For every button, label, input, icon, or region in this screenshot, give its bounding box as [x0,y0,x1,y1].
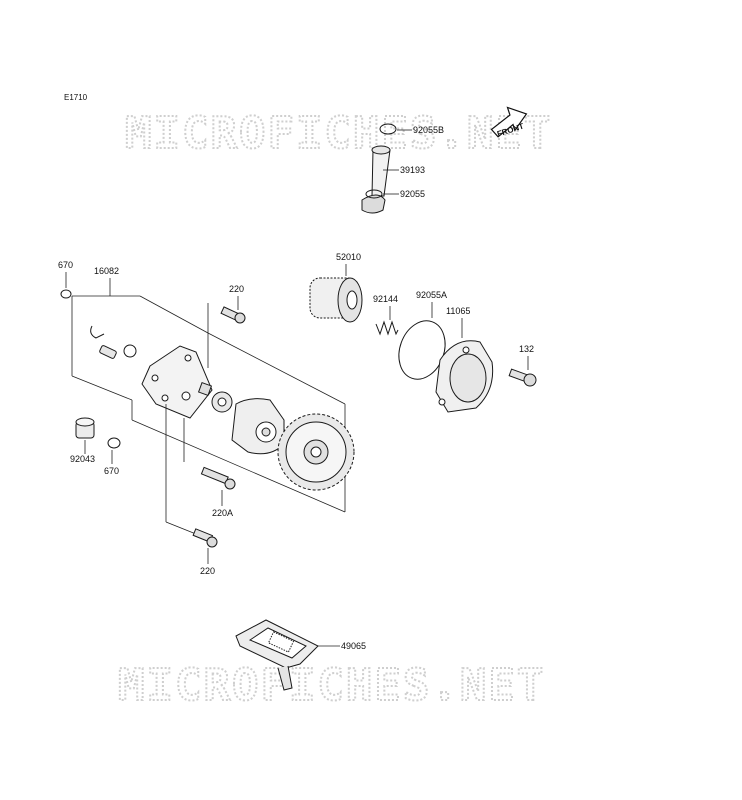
inner-rotor [211,391,233,413]
bolt-220-top [220,306,246,324]
diagram-code: E1710 [64,93,88,102]
pipe-39193 [361,145,391,214]
pump-gear [277,413,355,491]
label-16082: 16082 [94,266,119,276]
label-670-bottom: 670 [104,466,119,476]
bolt-132 [508,368,537,387]
label-52010: 52010 [336,252,361,262]
label-220-bottom: 220 [200,566,215,576]
clip-part [90,325,105,339]
o-ring-670-bottom [107,437,121,449]
spring-92144 [375,320,399,336]
label-92055A: 92055A [416,290,447,300]
label-92043: 92043 [70,454,95,464]
label-670-top: 670 [58,260,73,270]
dowel-pin [99,345,117,359]
label-39193: 39193 [400,165,425,175]
front-arrow-icon [490,106,528,138]
label-92055B: 92055B [413,125,444,135]
label-49065: 49065 [341,641,366,651]
pump-body [231,398,285,455]
label-11065: 11065 [446,306,470,316]
label-92055: 92055 [400,189,425,199]
washer-part [123,344,137,358]
label-132: 132 [519,344,534,354]
o-ring-92055B [379,123,397,135]
label-220A: 220A [212,508,233,518]
watermark-bottom: MICROFICHES.NET [118,660,545,711]
pump-cover-plate [141,345,213,419]
label-92144: 92144 [373,294,398,304]
bolt-220-bottom [192,528,218,548]
o-ring-92055 [365,189,383,199]
pin-part [197,381,213,397]
watermark-top: MICROFICHES.NET [125,108,552,159]
bolt-220A [200,466,236,490]
collar-92043 [75,417,95,439]
strainer-49065 [235,619,319,691]
oil-filter-52010 [309,277,363,323]
o-ring-670-top [60,289,72,299]
label-220-top: 220 [229,284,244,294]
filter-cover-11065 [435,340,494,413]
